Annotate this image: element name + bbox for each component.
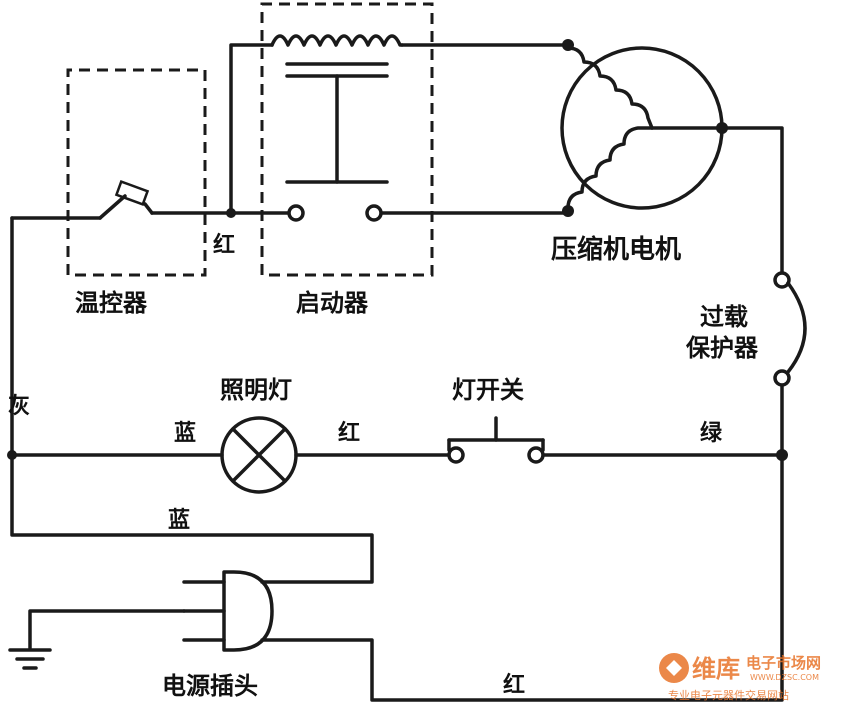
thermostat-contact-fixed	[143, 202, 154, 215]
starter	[260, 2, 434, 277]
wires	[8, 43, 784, 702]
label-thermostat: 温控器	[75, 289, 148, 317]
wire-label-red-lamp: 红	[338, 420, 360, 446]
overload-protector	[773, 271, 807, 387]
starter-coil	[270, 34, 404, 47]
overload-element	[786, 281, 807, 374]
wire-ground	[28, 609, 186, 650]
junction-green	[776, 449, 788, 461]
overload-terminal-bottom	[773, 369, 791, 387]
starter-contact-right	[365, 204, 383, 222]
junction-red	[226, 208, 236, 218]
wire-red-to-coil	[229, 43, 274, 215]
motor-terminal-top	[562, 39, 574, 51]
starter-contact-left	[287, 204, 305, 222]
watermark-slogan: 专业电子元器件交易网站	[668, 688, 789, 702]
switch-terminal-right	[527, 446, 545, 464]
label-compressor-motor: 压缩机电机	[551, 234, 681, 265]
label-lamp-switch: 灯开关	[452, 376, 524, 404]
wire-label-red-starter: 红	[213, 232, 235, 258]
overload-terminal-top	[773, 271, 791, 289]
wire-overload-down	[260, 378, 784, 702]
motor-terminal-bottom	[562, 205, 574, 217]
switch-terminal-left	[447, 446, 465, 464]
power-plug	[182, 570, 274, 652]
lamp	[220, 416, 298, 494]
motor-winding-top	[566, 46, 654, 130]
wire-label-blue-lamp: 蓝	[174, 421, 196, 446]
watermark-url: WWW.DZSC.COM	[750, 673, 819, 682]
watermark-logo-mark	[666, 660, 682, 676]
wire-label-red-plug: 红	[503, 672, 525, 698]
labels: 温控器 启动器 压缩机电机 过载 保护器 照明灯 灯开关 电源插头 红 灰 蓝 …	[8, 232, 759, 700]
plug-body	[222, 570, 274, 652]
label-lamp: 照明灯	[220, 376, 292, 404]
label-power-plug: 电源插头	[162, 672, 258, 700]
lamp-switch	[447, 416, 545, 464]
motor-winding-bottom	[566, 126, 654, 210]
wire-label-green: 绿	[700, 420, 723, 446]
watermark: 维库 电子市场网 WWW.DZSC.COM 专业电子元器件交易网站	[659, 653, 821, 702]
lamp-circle	[220, 416, 298, 494]
thermostat-contact	[98, 194, 127, 220]
thermostat-box	[66, 68, 207, 277]
wire-label-gray: 灰	[8, 393, 30, 419]
thermostat	[66, 68, 207, 277]
motor-terminal-right	[716, 122, 728, 134]
compressor-motor	[560, 39, 728, 217]
thermostat-contact-block	[114, 180, 150, 206]
watermark-brand: 维库	[692, 655, 740, 683]
wire-label-blue-plug: 蓝	[168, 508, 190, 533]
watermark-market: 电子市场网	[746, 654, 821, 672]
label-overload-line1: 过载	[700, 303, 748, 331]
label-starter: 启动器	[296, 289, 369, 317]
junction-gray	[7, 450, 17, 460]
wire-left-main	[10, 216, 374, 584]
lamp-cross-2	[231, 427, 287, 483]
starter-box	[260, 2, 434, 277]
wire-motor-to-overload	[720, 126, 784, 277]
label-overload-line2: 保护器	[685, 334, 759, 362]
